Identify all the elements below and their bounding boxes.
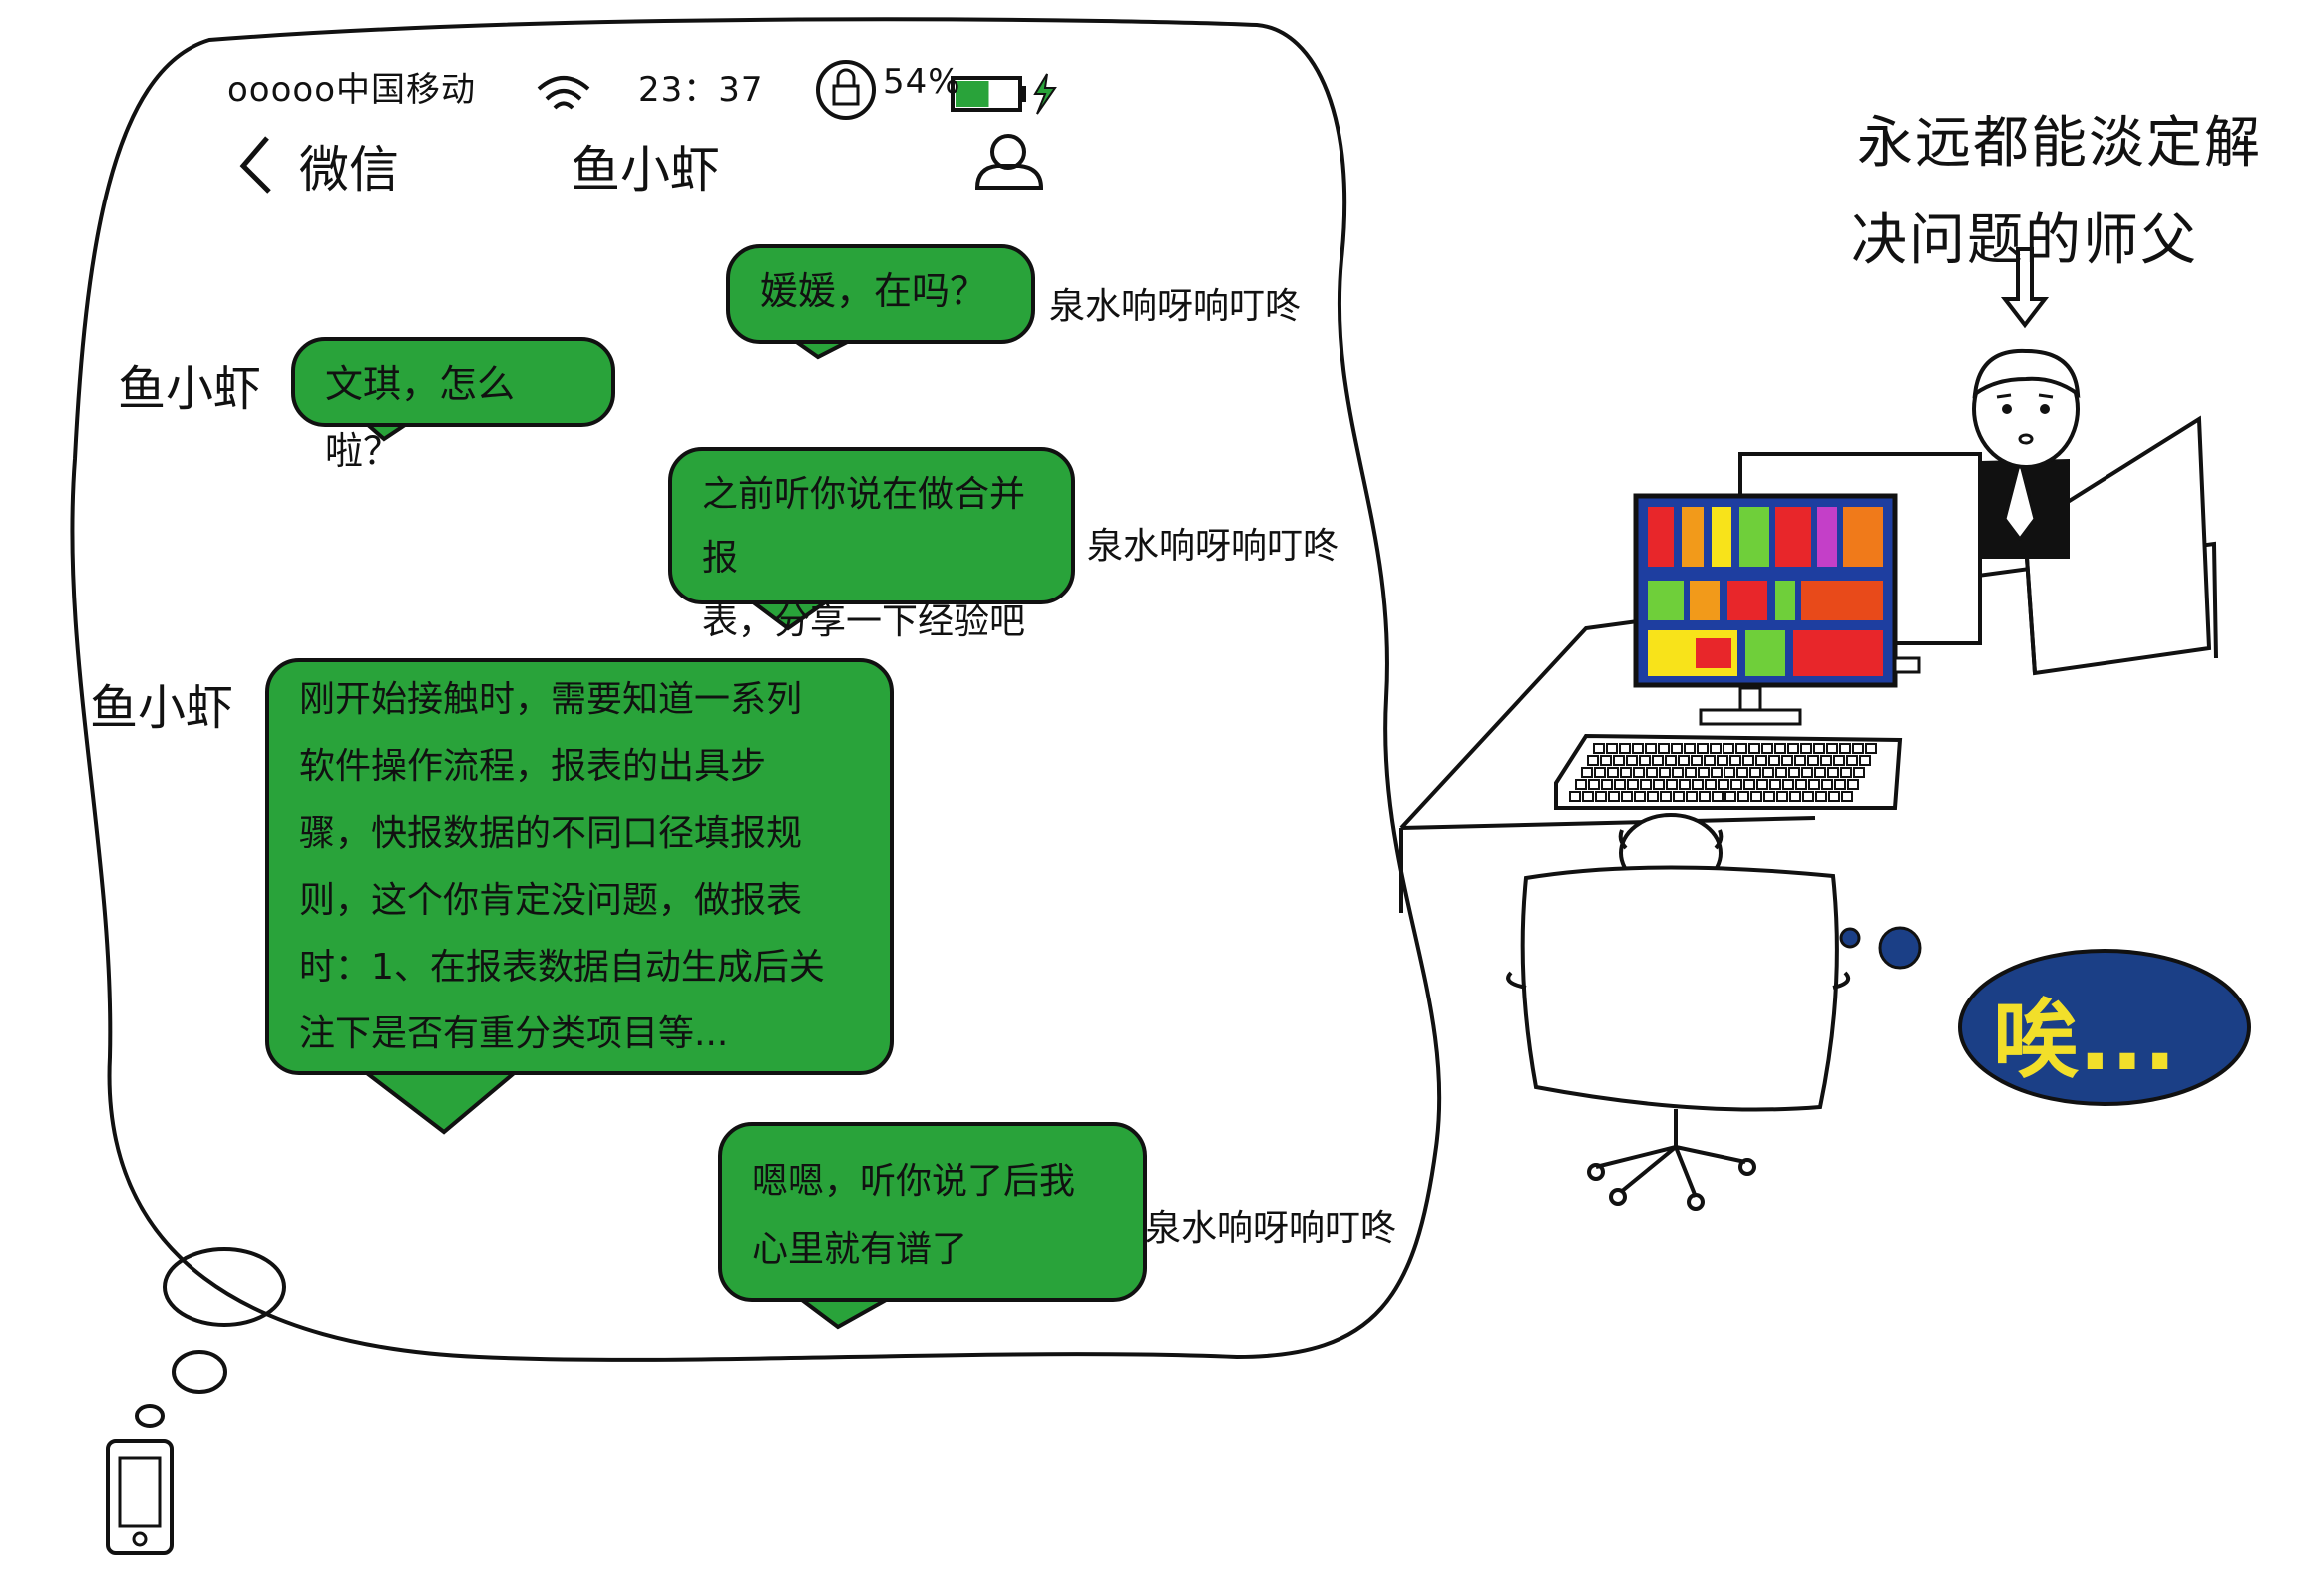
monitor-icon	[1633, 493, 1921, 726]
sender-name: 泉水响呀响叮咚	[1049, 286, 1302, 327]
thought-circle	[135, 1404, 165, 1428]
back-button[interactable]: 微信	[299, 141, 399, 199]
message-bubble-outgoing: 嗯嗯，听你说了后我 心里就有谱了	[718, 1122, 1147, 1302]
thought-dot	[1878, 926, 1922, 970]
chat-title: 鱼小虾	[571, 141, 720, 199]
master-person	[1972, 348, 2081, 559]
message-bubble-incoming: 文琪，怎么啦？	[291, 337, 615, 473]
keyboard-icon	[1554, 733, 1903, 810]
bubble-tail	[357, 1065, 521, 1135]
thought-circle	[163, 1247, 286, 1327]
chevron-left-icon	[239, 136, 271, 194]
annotation-line-2: 决问题的师父	[1851, 208, 2198, 273]
arrow-down-icon	[2000, 247, 2050, 329]
sender-name: 鱼小虾	[90, 680, 234, 736]
rotation-lock-icon	[816, 60, 876, 120]
sigh-bubble	[1958, 949, 2251, 1106]
bubble-tail	[796, 1295, 889, 1330]
phone-icon	[106, 1439, 174, 1555]
sender-name: 泉水响呀响叮咚	[1087, 526, 1340, 567]
battery-charging-icon	[951, 73, 1057, 115]
annotation-line-1: 永远都能淡定解	[1857, 111, 2262, 176]
sigh-text: 唉...	[1993, 991, 2177, 1090]
bubble-tail	[746, 597, 830, 631]
thought-cloud-outline	[70, 17, 1442, 1362]
battery-percent: 54%	[883, 62, 961, 102]
time-label: 23：37	[638, 70, 764, 110]
profile-button[interactable]	[965, 128, 1045, 198]
wifi-icon	[537, 76, 590, 110]
message-bubble-outgoing: 媛媛，在吗？	[726, 244, 1035, 344]
office-chair-icon	[1506, 813, 1850, 1211]
message-bubble-outgoing: 之前听你说在做合并报 表，分享一下经验吧	[668, 447, 1075, 642]
thought-dot	[1839, 927, 1861, 949]
sender-name: 泉水响呀响叮咚	[1145, 1208, 1397, 1249]
message-bubble-incoming: 刚开始接触时，需要知道一系列 软件操作流程，报表的出具步 骤，快报数据的不同口径…	[265, 658, 894, 1075]
carrier-label: ooooo中国移动	[227, 70, 477, 110]
sender-name: 鱼小虾	[118, 361, 262, 417]
thought-circle	[172, 1350, 227, 1394]
person-icon	[974, 134, 1044, 190]
